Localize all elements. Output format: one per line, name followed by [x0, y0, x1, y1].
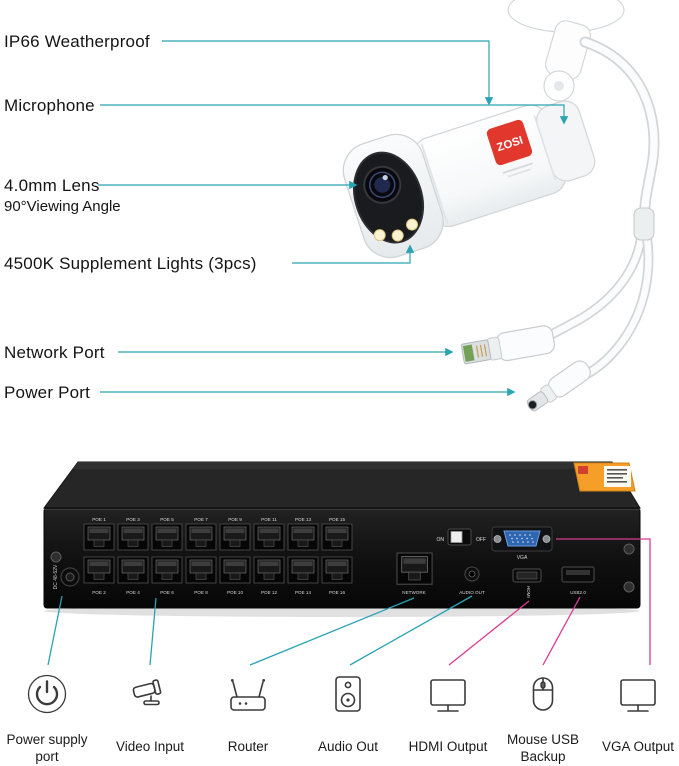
- poe-port: [253, 523, 285, 551]
- poe-port-label: POE 5: [160, 517, 174, 522]
- label-supplement-lights: 4500K Supplement Lights (3pcs): [4, 254, 257, 273]
- mouse-icon: [532, 677, 554, 711]
- poe-port: [151, 556, 183, 584]
- usb-label: USB2.0: [570, 590, 586, 595]
- leader-power-supply: [47, 595, 63, 666]
- poe-port: [321, 556, 353, 584]
- dc-power-input: DC 48-52V: [53, 564, 80, 589]
- network-port-label: NETWORK: [402, 590, 426, 595]
- camera-callout-lines: [98, 40, 569, 397]
- poe-port-label: POE 16: [329, 590, 346, 595]
- poe-port-label: POE 13: [295, 517, 312, 522]
- vga-label: VGA: [517, 555, 528, 561]
- poe-port: [287, 523, 319, 551]
- poe-port: [185, 523, 217, 551]
- warranty-sticker: [573, 462, 636, 492]
- leader-router: [249, 597, 415, 666]
- supplement-lights: [373, 218, 419, 242]
- leader-lights: [292, 244, 415, 264]
- camera-cable: [542, 36, 660, 378]
- switch-on-label: ON: [437, 537, 445, 543]
- leader-mouse-usb: [542, 596, 581, 666]
- nvr-callout-lines: [47, 538, 651, 666]
- leader-hdmi-output: [448, 600, 530, 666]
- hdmi-label: HDMI: [526, 586, 531, 598]
- label-viewing-angle: 90°Viewing Angle: [4, 198, 121, 215]
- vga-monitor-icon: [620, 679, 656, 712]
- speaker-icon: [335, 676, 361, 712]
- camera-icon: [132, 679, 162, 706]
- poe-port: [219, 556, 251, 584]
- poe-port: [219, 523, 251, 551]
- poe-port: [117, 556, 149, 584]
- poe-port-label: POE 4: [126, 590, 140, 595]
- poe-port: [253, 556, 285, 584]
- poe-port-label: POE 6: [160, 590, 174, 595]
- label-microphone: Microphone: [4, 96, 95, 115]
- legend-audio-out: Audio Out: [317, 739, 379, 754]
- power-switch: ON OFF: [437, 528, 486, 546]
- poe-port-label: POE 15: [329, 517, 346, 522]
- power-pigtail-connector: [526, 360, 591, 412]
- panel-screws: [50, 543, 635, 593]
- network-pigtail-connector: [460, 325, 556, 365]
- poe-port-label: POE 2: [92, 590, 106, 595]
- camera-illustration: ZOSI: [342, 0, 660, 412]
- label-lens: 4.0mm Lens: [4, 176, 100, 195]
- legend-mouse-usb-backup: Mouse USB Backup: [506, 732, 580, 765]
- legend-router: Router: [227, 739, 269, 754]
- poe-port-label: POE 9: [228, 517, 242, 522]
- usb-port: USB2.0: [561, 566, 595, 595]
- camera-body: ZOSI: [342, 100, 596, 259]
- label-power-port: Power Port: [4, 383, 91, 402]
- zosi-logo: ZOSI: [486, 119, 533, 166]
- poe-port-label: POE 14: [295, 590, 312, 595]
- nvr-illustration: DC 48-52V: [43, 461, 641, 617]
- legend-power-supply-port: Power supply port: [6, 732, 88, 765]
- vga-port: VGA: [491, 526, 553, 561]
- switch-off-label: OFF: [476, 537, 486, 543]
- camera-mount: [507, 0, 625, 102]
- poe-port-label: POE 7: [194, 517, 208, 522]
- poe-port: [185, 556, 217, 584]
- audio-out-port: AUDIO OUT: [459, 566, 485, 595]
- router-icon: [230, 679, 266, 711]
- legend-icons: [27, 674, 656, 714]
- poe-port-label: POE 1: [92, 517, 106, 522]
- poe-port: [83, 523, 115, 551]
- legend-hdmi-output: HDMI Output: [408, 739, 488, 754]
- poe-port: [83, 556, 115, 584]
- audio-out-label: AUDIO OUT: [459, 590, 485, 595]
- poe-port: [151, 523, 183, 551]
- label-network-port: Network Port: [4, 343, 105, 362]
- poe-port: [321, 523, 353, 551]
- label-weatherproof: IP66 Weatherproof: [4, 32, 150, 51]
- poe-labels: POE 1 POE 3 POE 5 POE 7 POE 9 POE 11 POE…: [92, 517, 345, 595]
- hdmi-port: HDMI: [512, 568, 542, 598]
- poe-port-label: POE 10: [227, 590, 244, 595]
- power-icon: [27, 674, 67, 714]
- leader-vga-output: [556, 538, 651, 665]
- poe-port: [117, 523, 149, 551]
- poe-port-label: POE 8: [194, 590, 208, 595]
- poe-port-label: POE 11: [261, 517, 277, 522]
- poe-port: [287, 556, 319, 584]
- legend-vga-output: VGA Output: [601, 739, 675, 754]
- leader-weatherproof: [162, 40, 494, 106]
- hdmi-monitor-icon: [430, 679, 466, 712]
- poe-port-label: POE 12: [261, 590, 278, 595]
- leader-video-input: [149, 597, 157, 666]
- poe-port-label: POE 3: [126, 517, 140, 522]
- dc-label: DC 48-52V: [53, 564, 59, 589]
- legend-video-input: Video Input: [115, 739, 185, 754]
- leader-audio-out: [349, 595, 473, 666]
- network-port: NETWORK: [396, 552, 433, 595]
- leader-microphone: [100, 104, 569, 125]
